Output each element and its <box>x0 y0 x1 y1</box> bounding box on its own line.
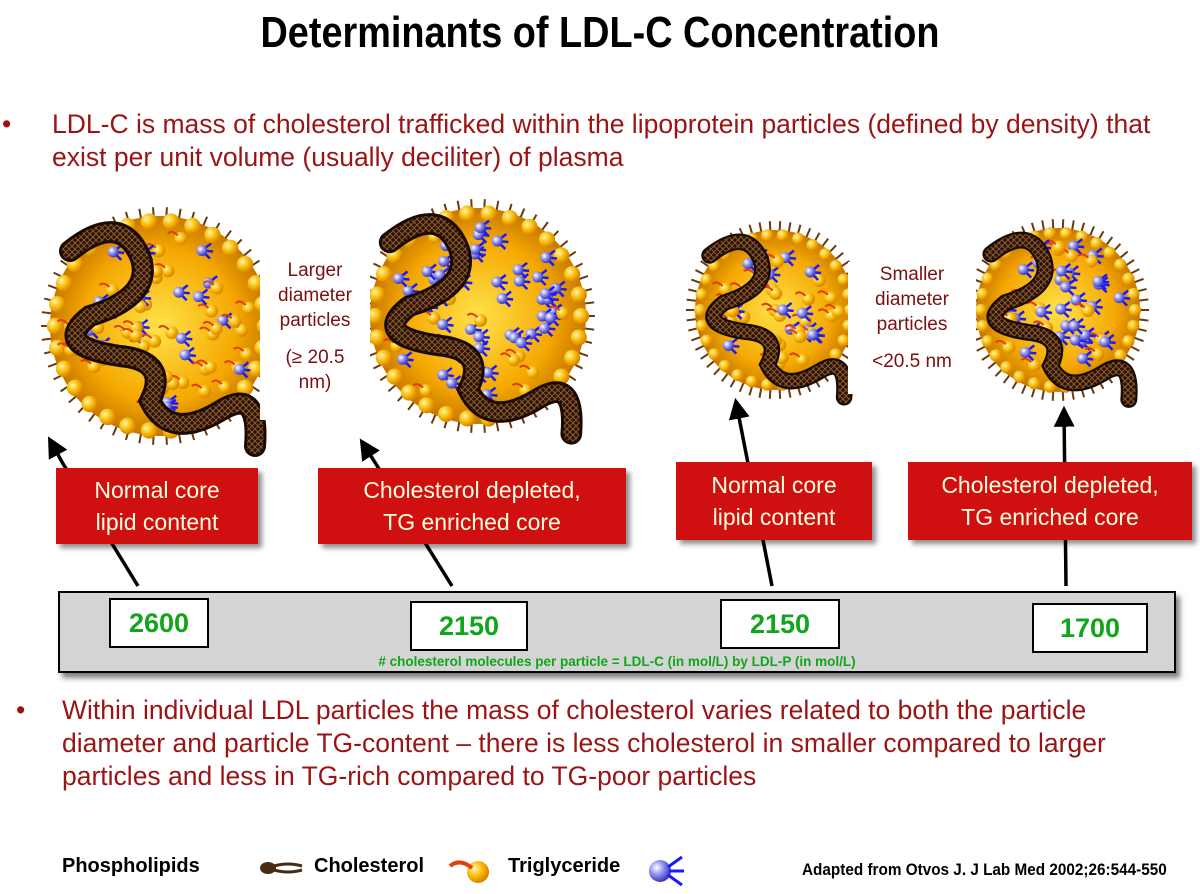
bullet-particle-variation: • Within individual LDL particles the ma… <box>16 694 1162 793</box>
arrow-particle-1 <box>47 436 140 587</box>
count-box-2: 2150 <box>410 601 528 651</box>
source-citation: Adapted from Otvos J. J Lab Med 2002;26:… <box>802 860 1167 879</box>
legend-phospholipids-label: Phospholipids <box>62 855 200 877</box>
callout-larger-particles: Larger diameter particles (≥ 20.5 nm) <box>260 258 370 420</box>
triglyceride-icon <box>649 855 684 887</box>
bullet-marker: • <box>2 109 12 139</box>
bullet-marker: • <box>16 695 26 725</box>
cholesterol-icon <box>448 860 489 883</box>
bullet-text: LDL-C is mass of cholesterol trafficked … <box>52 109 1151 172</box>
cholesterol-count-panel: 2600 2150 2150 1700 # cholesterol molecu… <box>58 591 1176 673</box>
callout-smaller-particles: Smaller diameter particles <20.5 nm <box>848 262 976 394</box>
bullet-text: Within individual LDL particles the mass… <box>62 695 1106 791</box>
phospholipid-icon <box>260 862 303 874</box>
count-box-3: 2150 <box>720 599 840 649</box>
count-box-4: 1700 <box>1032 603 1148 653</box>
page-title: Determinants of LDL-C Concentration <box>260 8 940 57</box>
core-label-depleted-1: Cholesterol depleted,TG enriched core <box>318 468 626 544</box>
ldl-particle-small-tg-enriched <box>967 219 1149 408</box>
legend-triglyceride-label: Triglyceride <box>508 855 621 877</box>
legend-cholesterol-label: Cholesterol <box>314 855 425 877</box>
formula-text: # cholesterol molecules per particle = L… <box>378 654 856 669</box>
bullet-ldl-c-definition: • LDL-C is mass of cholesterol trafficke… <box>2 108 1162 174</box>
ldl-particle-small-normal <box>686 221 864 406</box>
count-box-1: 2600 <box>109 598 209 648</box>
arrow-particle-2 <box>359 438 454 587</box>
ldl-particle-large-tg-enriched <box>361 199 595 445</box>
core-label-depleted-2: Cholesterol depleted,TG enriched core <box>908 462 1192 540</box>
ldl-particle-large-normal <box>41 207 279 457</box>
